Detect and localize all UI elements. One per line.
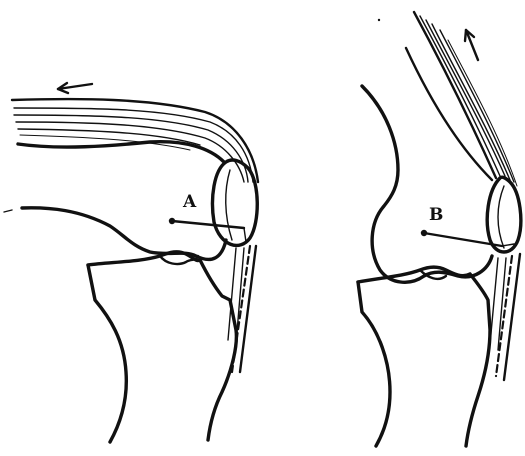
left-pull-arrow [58,83,92,93]
left-knee-panel: A [4,83,258,442]
left-lever-arm [169,218,246,242]
right-patella-inner-line [498,186,504,248]
left-axis-label: A [182,192,197,212]
left-femur-outline [22,208,226,260]
right-tibia [358,267,490,446]
ink-speck [378,19,380,21]
left-tibia [88,252,236,442]
right-quadriceps-tendon [406,12,517,186]
right-knee-panel: B [358,12,521,446]
right-axis-label: B [429,205,443,225]
right-femur-outline [362,86,492,282]
left-edge-tick [4,210,12,212]
left-patella-inner-line [226,170,232,240]
right-patella [487,177,521,252]
right-pull-arrow [465,30,478,60]
left-patella [213,160,258,245]
right-patellar-ligament [490,254,520,380]
